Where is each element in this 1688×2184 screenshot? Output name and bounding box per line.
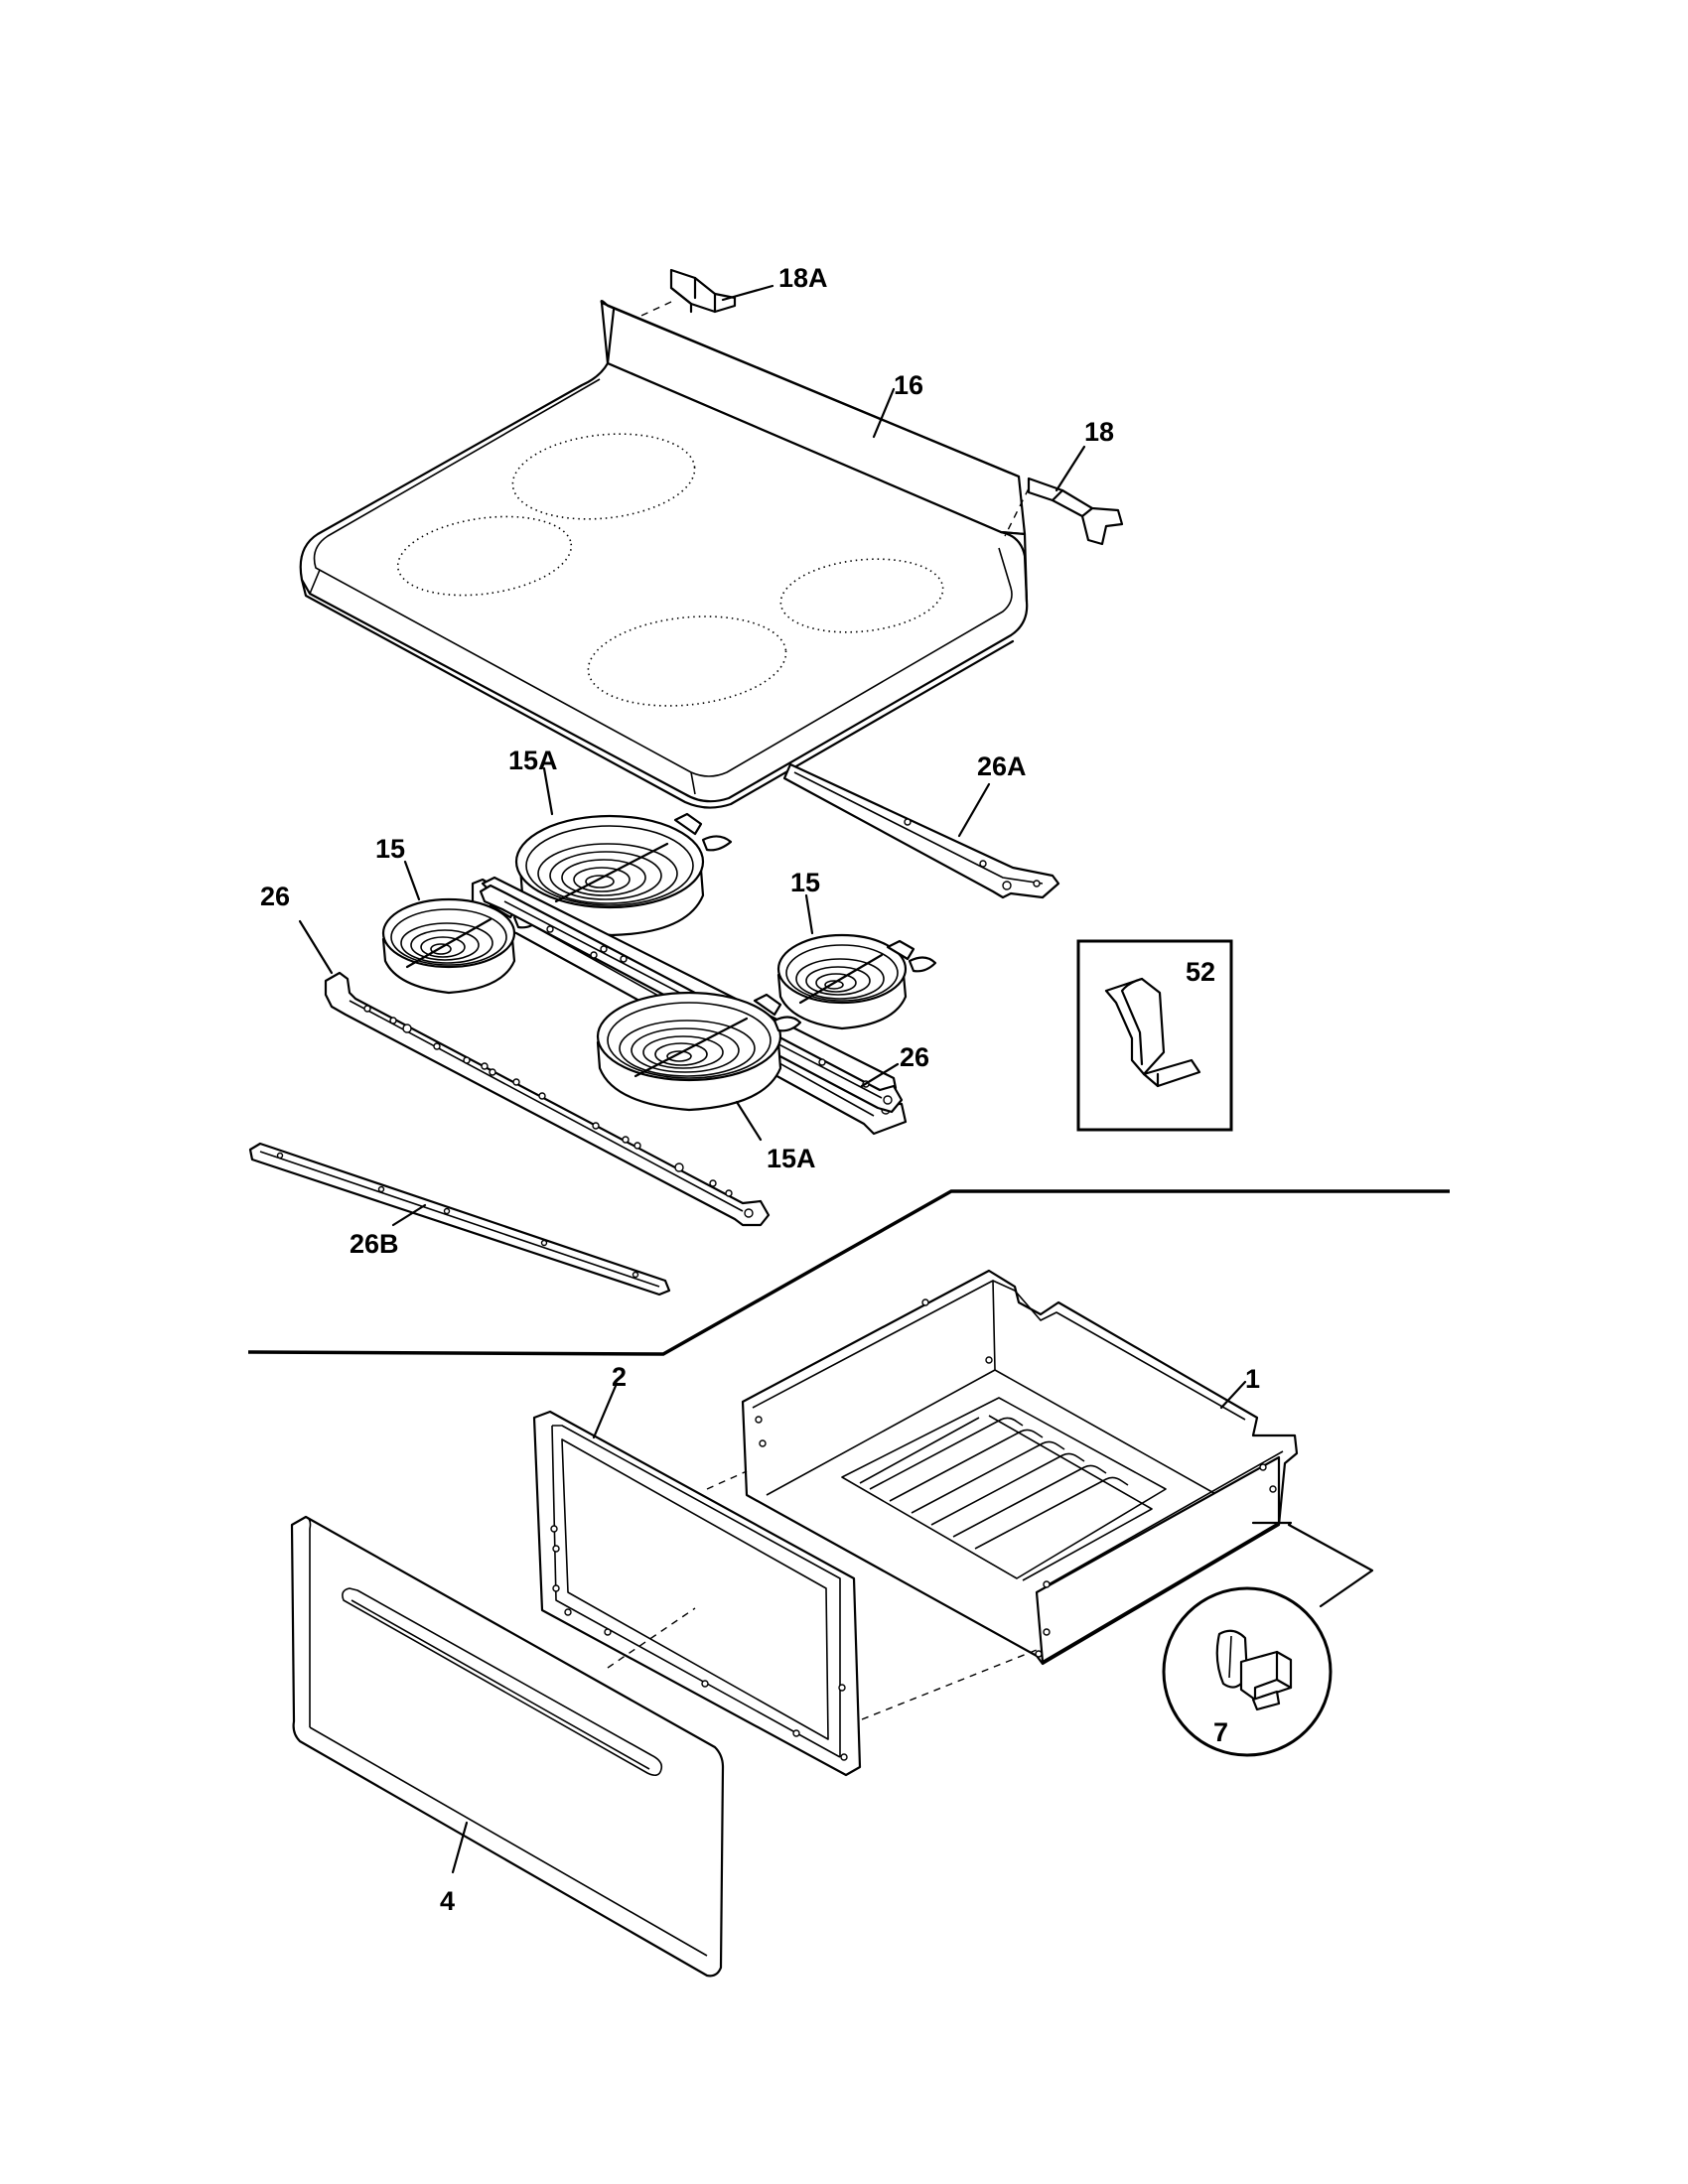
drawer-alignment-lines [607,1470,1038,1720]
label-15a-bottom: 15A [767,1144,816,1173]
label-15a-top: 15A [508,746,558,775]
section-divider-line [247,1189,1450,1356]
part-26b-strip[interactable] [248,1142,671,1297]
label-15-left: 15 [375,834,405,864]
part-52-inset[interactable] [1076,939,1233,1132]
part-15-element-left[interactable] [381,860,542,995]
part-26-rail-left[interactable] [298,919,771,1227]
part-26a-rail[interactable] [782,762,1060,899]
part-18-bracket[interactable] [1004,445,1124,546]
part-15-element-right[interactable] [776,893,937,1030]
part-7-detail[interactable] [1162,1521,1374,1757]
label-4: 4 [440,1886,455,1916]
label-26-right: 26 [900,1042,929,1072]
label-52: 52 [1186,957,1215,987]
part-4-drawer-front[interactable] [290,1515,725,1978]
part-15a-element-bottom[interactable] [596,991,802,1142]
part-1-drawer-body[interactable] [741,1269,1299,1666]
label-26-left: 26 [260,882,290,911]
label-18a: 18A [778,263,828,293]
part-18a-bracket[interactable] [615,268,774,329]
label-15-right: 15 [790,868,820,897]
label-16: 16 [894,370,923,400]
label-2: 2 [612,1362,627,1392]
label-26a: 26A [977,751,1027,781]
label-7: 7 [1213,1717,1228,1747]
label-1: 1 [1245,1364,1260,1394]
part-2-drawer-frame[interactable] [532,1384,862,1777]
label-26b: 26B [350,1229,399,1259]
label-18: 18 [1084,417,1114,447]
part-16-cooktop[interactable] [299,299,1029,809]
